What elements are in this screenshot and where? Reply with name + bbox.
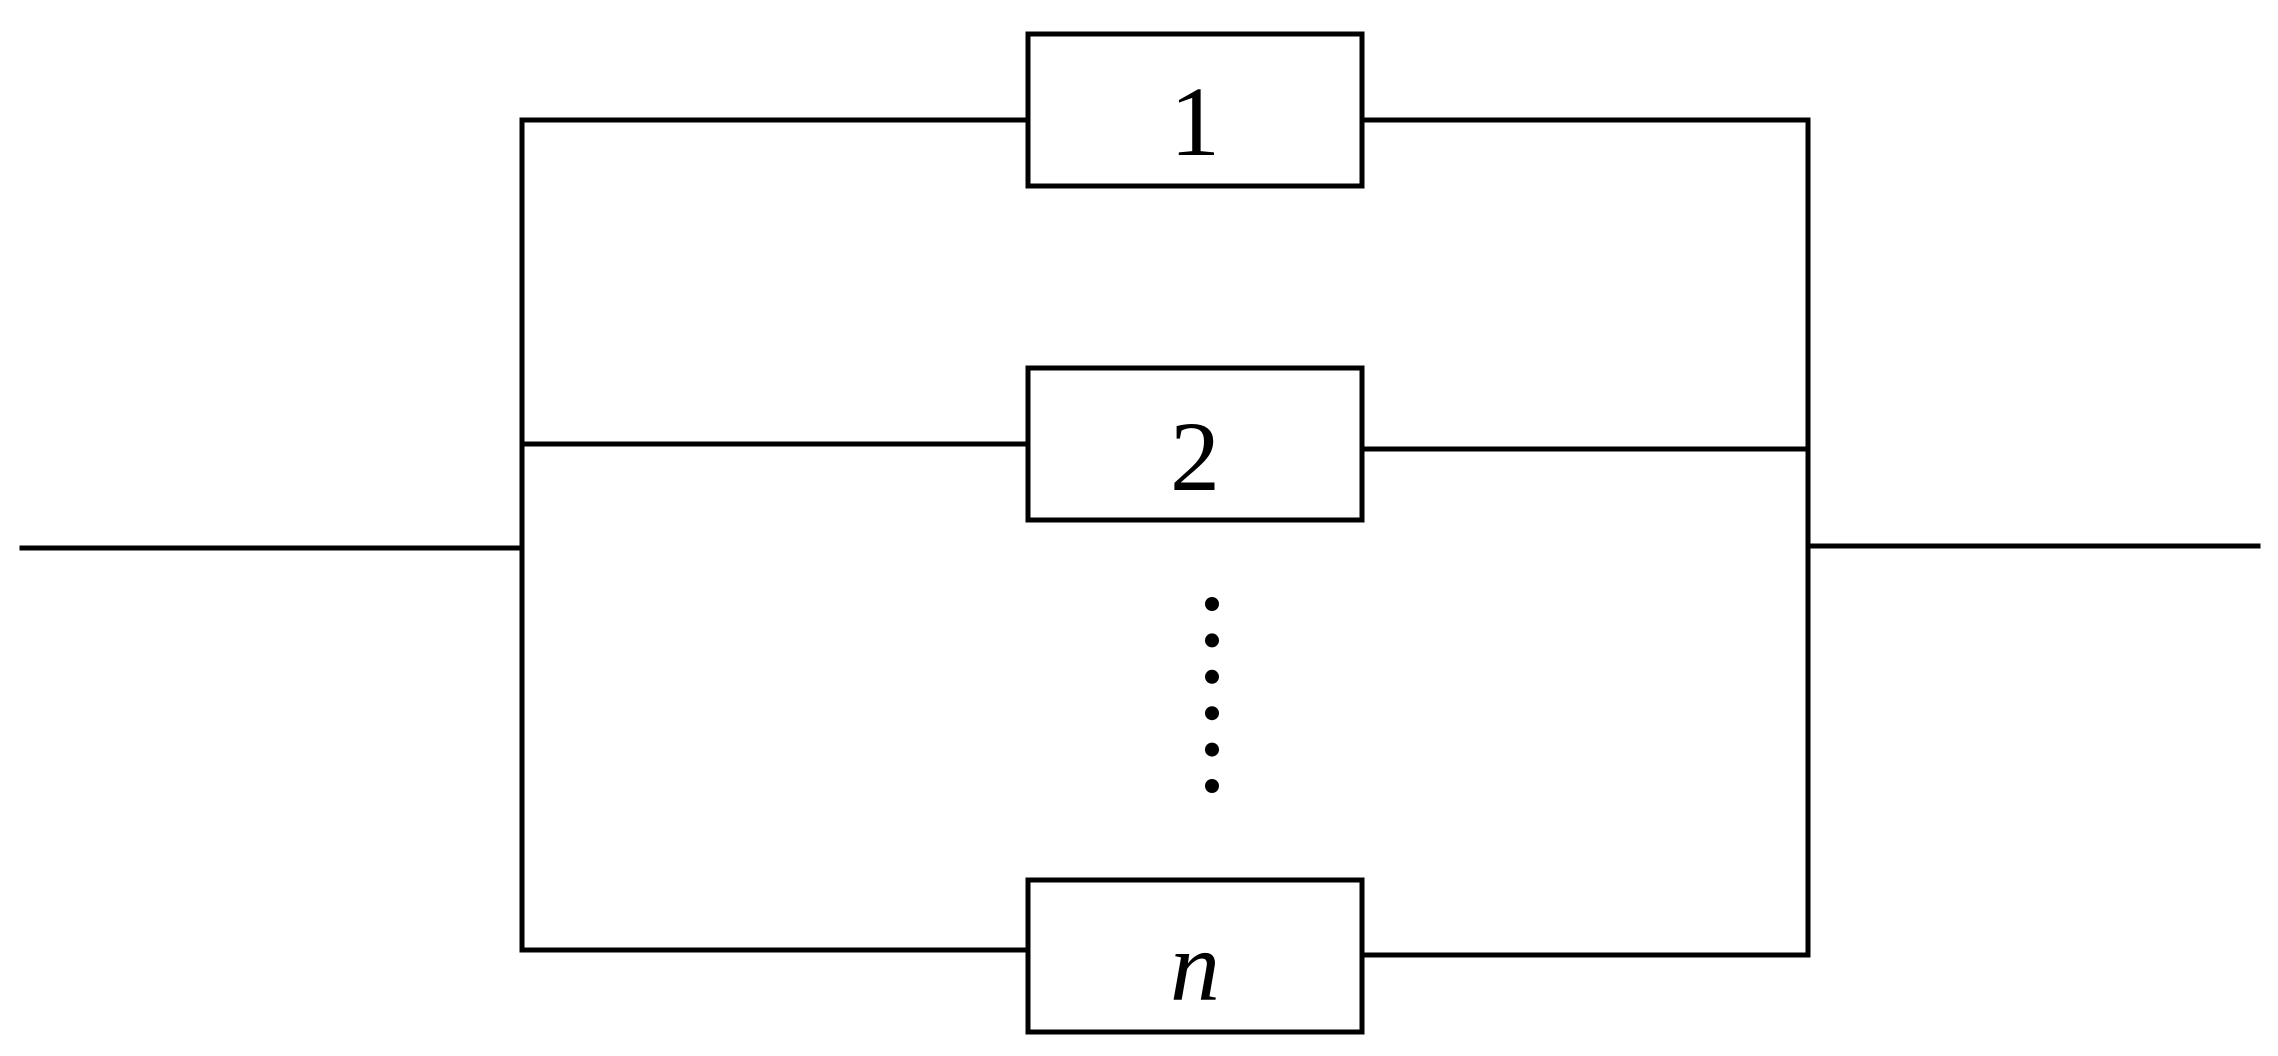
component-2-box <box>1025 365 1365 523</box>
component-n-label: n <box>1170 911 1220 1022</box>
component-2-label: 2 <box>1170 401 1220 512</box>
component-n-box <box>1025 877 1365 1035</box>
vertical-ellipsis <box>1205 597 1219 793</box>
component-1: 1 <box>1025 31 1365 189</box>
ellipsis-dot <box>1205 633 1219 648</box>
ellipsis-dot <box>1205 742 1219 757</box>
ellipsis-dot <box>1205 706 1219 721</box>
ellipsis-dot <box>1205 669 1219 684</box>
component-n: n <box>1025 877 1365 1035</box>
component-2: 2 <box>1025 365 1365 523</box>
component-1-label: 1 <box>1170 66 1220 177</box>
ellipsis-dot <box>1205 779 1219 793</box>
ellipsis-dot <box>1205 597 1219 611</box>
component-1-box <box>1025 31 1365 189</box>
